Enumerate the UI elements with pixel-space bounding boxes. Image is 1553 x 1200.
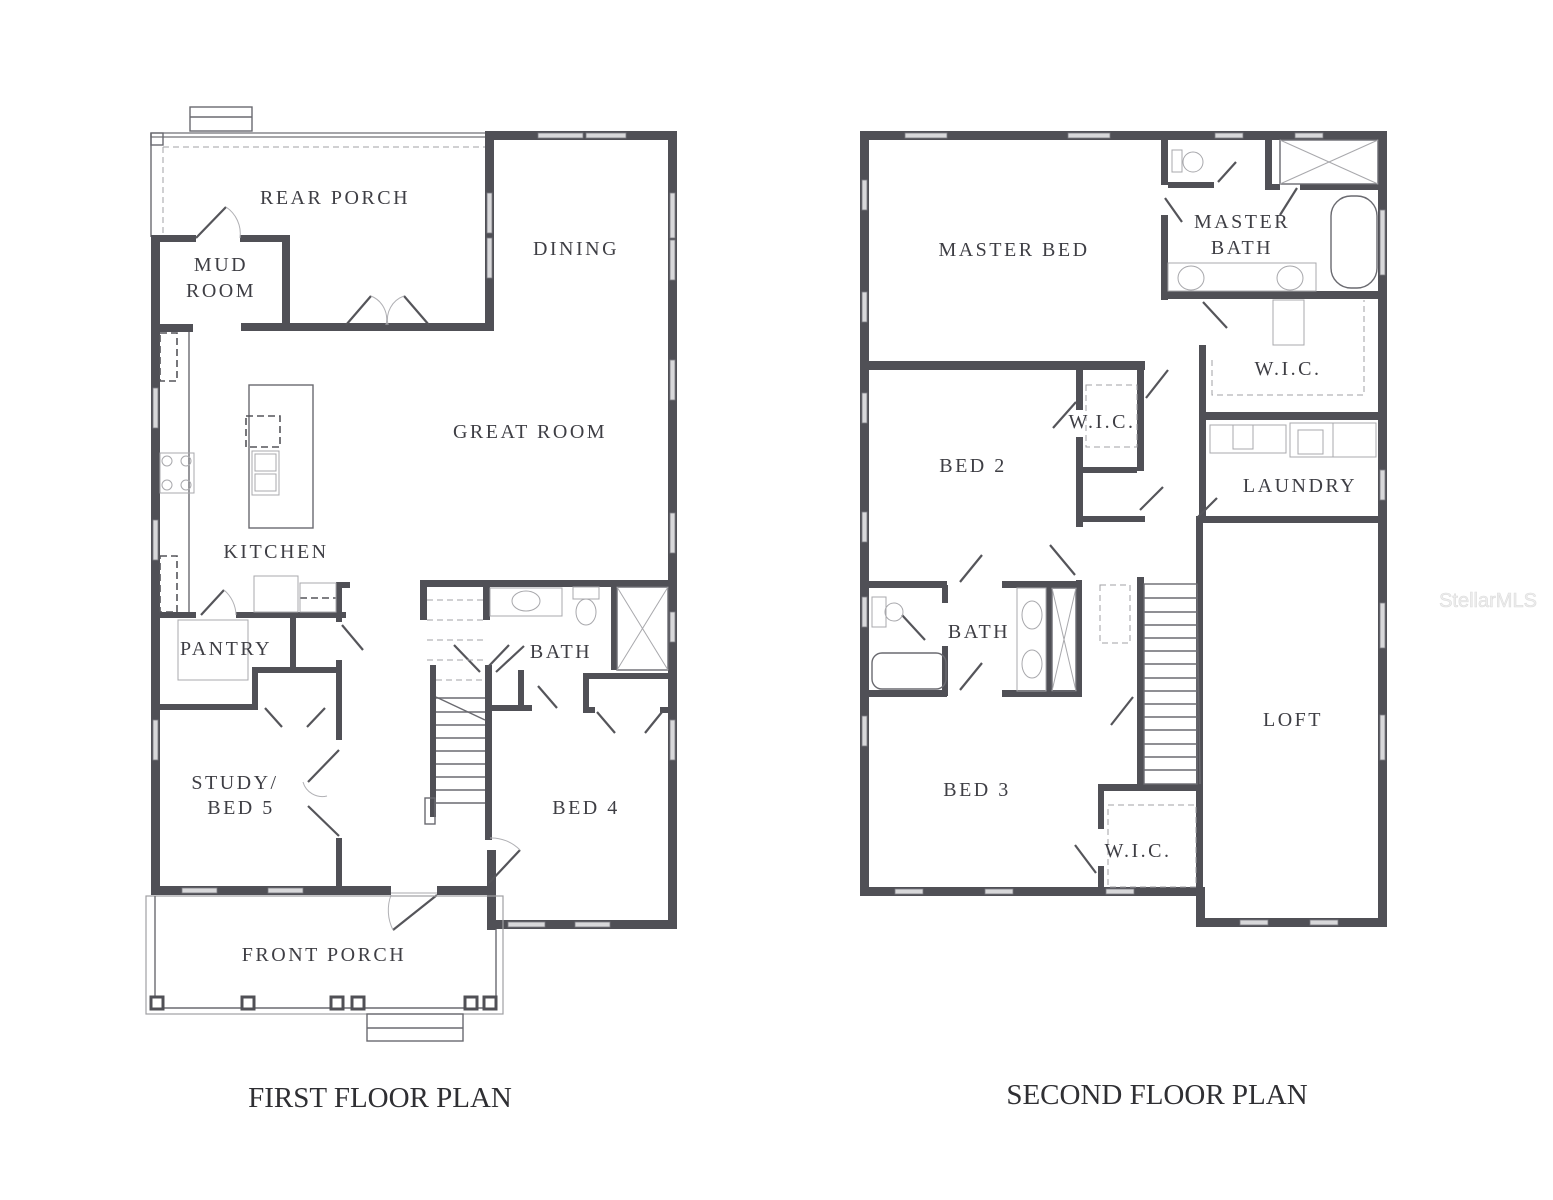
- label-pantry: PANTRY: [180, 638, 272, 660]
- label-laundry: LAUNDRY: [1243, 475, 1357, 497]
- label-bath2: BATH: [948, 621, 1010, 643]
- first-floor-stairs: [424, 599, 486, 825]
- master-vanity: [1167, 262, 1317, 292]
- front-porch-outline: [145, 895, 504, 1042]
- shower: [616, 586, 669, 671]
- watermark-logo: StellarMLS: [1439, 590, 1537, 612]
- label-front-porch: FRONT PORCH: [242, 944, 406, 966]
- label-bed4: BED 4: [552, 797, 620, 819]
- label-mud-room-line2: ROOM: [186, 280, 256, 302]
- master-tub: [1330, 195, 1378, 289]
- first-floor-room-labels: REAR PORCH MUD ROOM DINING GREAT ROOM KI…: [180, 187, 620, 966]
- first-floor-plan: REAR PORCH MUD ROOM DINING GREAT ROOM KI…: [145, 106, 677, 1114]
- second-floor-windows: [861, 132, 1386, 926]
- first-floor-doors: [195, 206, 663, 931]
- master-toilet: [1182, 151, 1204, 173]
- label-master-bath-line1: MASTER: [1194, 211, 1290, 233]
- second-floor-doors: [901, 161, 1298, 874]
- second-floor-room-labels: MASTER BED MASTER BATH W.I.C. W.I.C. LAU…: [938, 211, 1357, 862]
- label-master-wic: W.I.C.: [1254, 358, 1321, 380]
- rear-porch-outline: [150, 106, 490, 237]
- first-floor-fixtures: [159, 332, 669, 825]
- label-master-bath-line2: BATH: [1211, 237, 1273, 259]
- label-master-bed: MASTER BED: [938, 239, 1089, 261]
- label-bath: BATH: [530, 641, 592, 663]
- master-shower: [1279, 139, 1379, 185]
- label-rear-porch: REAR PORCH: [260, 187, 410, 209]
- label-study-line1: STUDY/: [191, 772, 278, 794]
- second-floor-plan: MASTER BED MASTER BATH W.I.C. W.I.C. LAU…: [860, 131, 1387, 1111]
- label-dining: DINING: [533, 238, 619, 260]
- label-loft: LOFT: [1263, 709, 1323, 731]
- second-floor-plan-title: SECOND FLOOR PLAN: [1006, 1079, 1307, 1111]
- label-kitchen: KITCHEN: [223, 541, 328, 563]
- cooktop: [159, 452, 195, 494]
- first-floor-plan-title: FIRST FLOOR PLAN: [248, 1082, 512, 1114]
- second-floor-stairs: [1143, 583, 1201, 785]
- label-bed3-wic: W.I.C.: [1104, 840, 1171, 862]
- second-floor-fixtures: [871, 139, 1379, 888]
- bath2-tub: [871, 652, 947, 690]
- bath2-toilet: [884, 602, 904, 622]
- bath-sink: [489, 587, 563, 617]
- label-great-room: GREAT ROOM: [453, 421, 607, 443]
- kitchen-island: [248, 384, 314, 529]
- toilet: [575, 598, 597, 626]
- label-mud-room-line1: MUD: [194, 254, 248, 276]
- first-floor-windows: [152, 132, 676, 928]
- label-bed2: BED 2: [939, 455, 1007, 477]
- label-study-line2: BED 5: [207, 797, 275, 819]
- label-bed3: BED 3: [943, 779, 1011, 801]
- label-bed2-wic: W.I.C.: [1068, 411, 1135, 433]
